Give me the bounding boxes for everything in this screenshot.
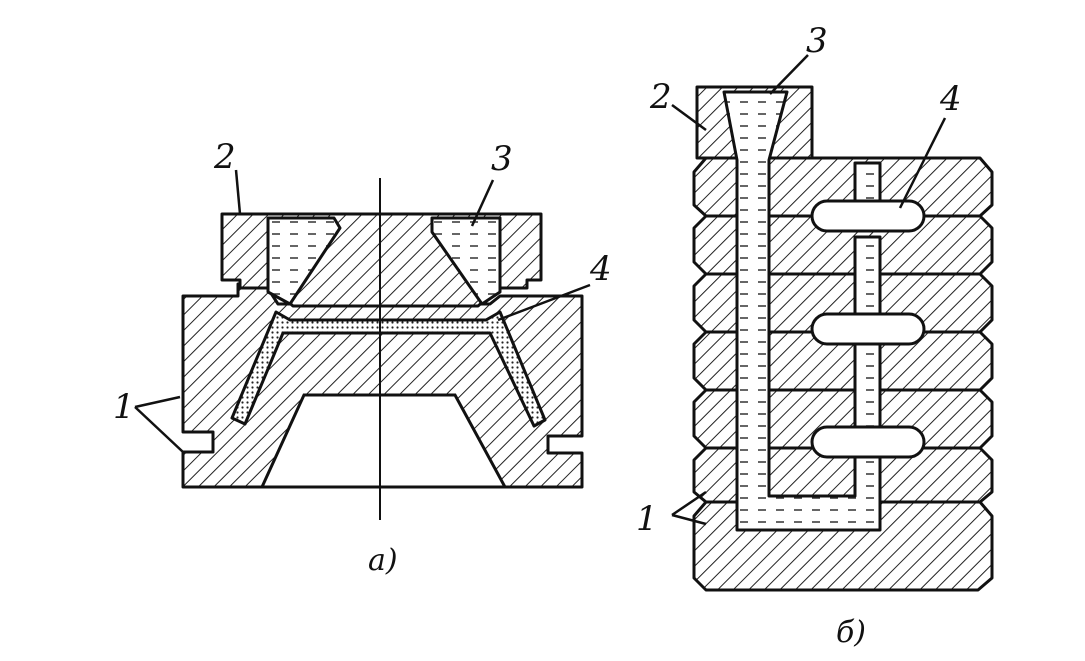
caption-b: б) [836,615,866,650]
riser-top [853,161,882,207]
casting-wall [230,310,547,428]
core-cavity [259,393,508,489]
gate-cavity-1 [810,199,926,233]
label-1: 1 [113,387,135,427]
right-pouring-cup [430,216,502,306]
gate-cavity-2 [810,312,926,346]
gate-cavity-3 [810,425,926,459]
left-pouring-cup [266,216,342,306]
leader-2 [234,169,242,215]
leader-b-1b [671,513,707,526]
label-b-2: 2 [649,77,672,117]
leader-1a [134,395,181,409]
figure-b: 1 2 3 4 б) [636,21,994,650]
label-4: 4 [589,249,612,289]
figure-a: 1 2 3 4 a) [113,137,612,578]
label-2: 2 [213,137,236,177]
leader-4 [497,283,591,322]
leader-1b [134,406,184,453]
leader-b-4 [898,117,947,209]
label-b-4: 4 [939,79,962,119]
label-3: 3 [491,139,513,179]
funnel-and-sprue [722,90,882,532]
leader-3 [470,179,495,227]
label-b-3: 3 [806,21,828,61]
leader-b-2 [671,103,707,132]
leader-b-3 [769,54,809,95]
label-b-1: 1 [636,499,658,539]
caption-a: a) [368,543,398,578]
leader-b-1a [671,490,707,517]
